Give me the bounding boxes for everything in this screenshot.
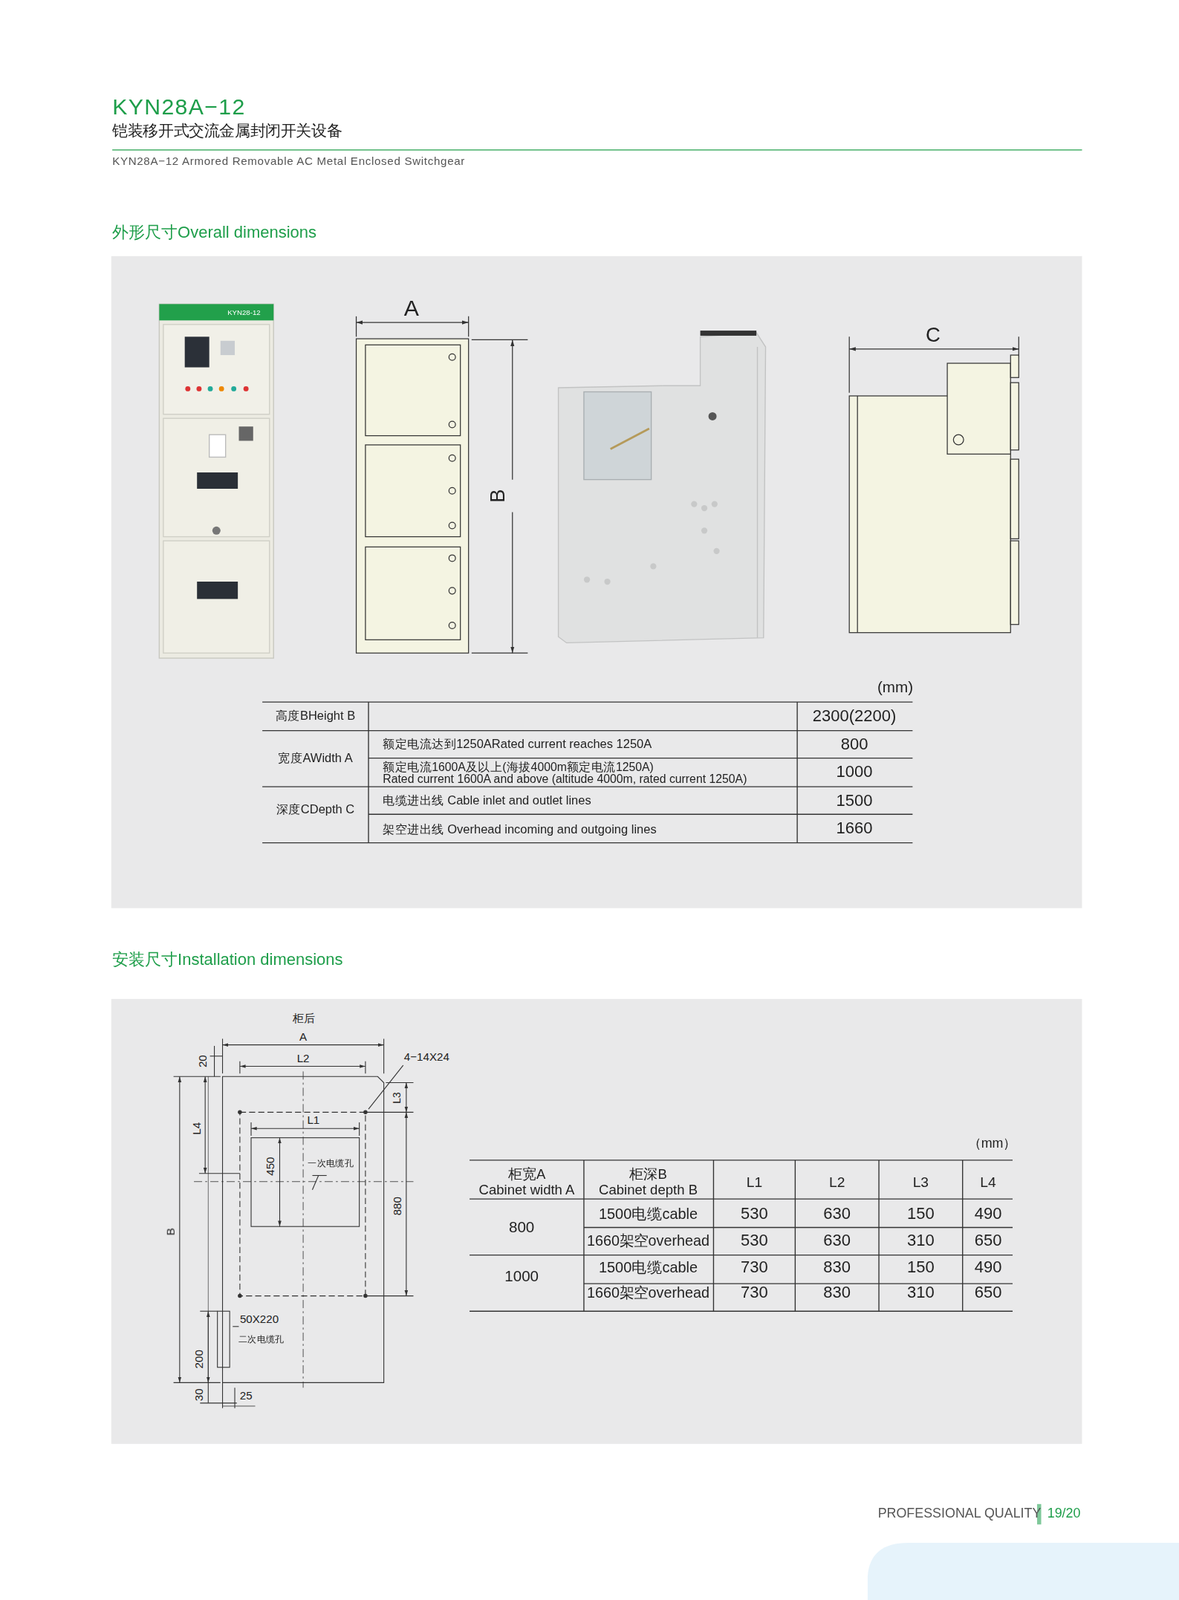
label: 高度BHeight B [275,709,356,724]
label: 20 [196,1054,210,1070]
label: L1 [306,1114,321,1127]
label: 额定电流1600A及以上(海拔4000m额定电流1250A) [382,760,654,775]
label: 1500电缆cable [598,1205,698,1223]
label: 4−14X24 [402,1050,451,1064]
label: 800 [840,735,869,755]
label: 650 [974,1283,1003,1303]
product-title: KYN28A−12 [112,94,246,121]
label: 530 [740,1205,769,1224]
installation-drawing [173,1038,414,1408]
label: 1660架空overhead [586,1232,710,1250]
label: 铠装移开式交流金属封闭开关设备 [112,121,342,140]
label: 450 [263,1155,277,1177]
label: 730 [740,1283,769,1303]
label: KYN28A−12 Armored Removable AC Metal Enc… [112,154,466,168]
label: 30 [192,1387,206,1403]
label: 柜后 [291,1011,317,1025]
label: （mm） [968,1136,1018,1153]
cabinet-photo [158,303,274,659]
label: 电缆进出线 Cable inlet and outlet lines [382,794,591,809]
label: 安装尺寸Installation dimensions [112,950,343,970]
label: 150 [907,1205,935,1224]
label: L3 [913,1173,929,1191]
label: L4 [190,1121,204,1137]
label: B [486,488,511,503]
label: 25 [238,1389,254,1403]
label: 外形尺寸Overall dimensions [112,223,317,243]
label: 宽度AWidth A [277,752,353,767]
label: Cabinet depth B [598,1181,698,1198]
label: 柜深B [629,1166,668,1182]
label: L2 [829,1173,845,1191]
label: 1500电缆cable [598,1259,698,1277]
label: 310 [907,1283,935,1303]
label: 830 [823,1283,851,1303]
label: KYN28-12 [227,309,261,318]
label: 1660 [836,819,873,839]
front-view [356,316,529,654]
label: L3 [391,1091,404,1105]
label: Cabinet width A [479,1181,576,1198]
label: A [404,294,420,321]
label: 650 [974,1231,1003,1251]
label: 490 [974,1205,1003,1224]
side-view [849,336,1019,633]
label: 深度CDepth C [276,803,355,818]
label: 额定电流达到1250ARated current reaches 1250A [382,737,652,752]
label: 630 [823,1205,851,1224]
label: 800 [508,1217,535,1236]
label: L2 [295,1051,311,1065]
label: 830 [823,1258,851,1278]
label: 19/20 [1047,1506,1081,1523]
label: 310 [907,1231,935,1251]
label: A [298,1030,309,1044]
label: 架空进出线 Overhead incoming and outgoing lin… [382,823,656,839]
label: 490 [974,1258,1003,1278]
label: 150 [907,1258,935,1278]
label: 1500 [836,791,873,811]
label: 50X220 [239,1313,281,1327]
label: 530 [740,1231,769,1251]
label: B [164,1227,177,1237]
cabinet-3d-photo [558,330,766,643]
label: L4 [979,1173,996,1191]
label: 880 [390,1196,404,1217]
label: C [925,323,941,347]
label: 柜宽A [508,1166,547,1182]
label: 1660架空overhead [586,1284,710,1302]
label: (mm) [877,678,914,697]
table-lines [469,1160,1013,1312]
label: L1 [746,1173,763,1191]
label: 一次电缆孔 [306,1159,356,1170]
label: PROFESSIONAL QUALITY [878,1506,1042,1523]
label: 2300(2200) [812,707,896,726]
label: 1000 [836,762,873,782]
label: 二次电缆孔 [236,1335,286,1345]
label: Rated current 1600A and above (altitude … [382,772,747,786]
label: 730 [740,1258,769,1278]
label: 1000 [504,1266,539,1285]
label: 200 [192,1349,206,1370]
table-lines [262,702,913,844]
label: 630 [823,1231,851,1251]
